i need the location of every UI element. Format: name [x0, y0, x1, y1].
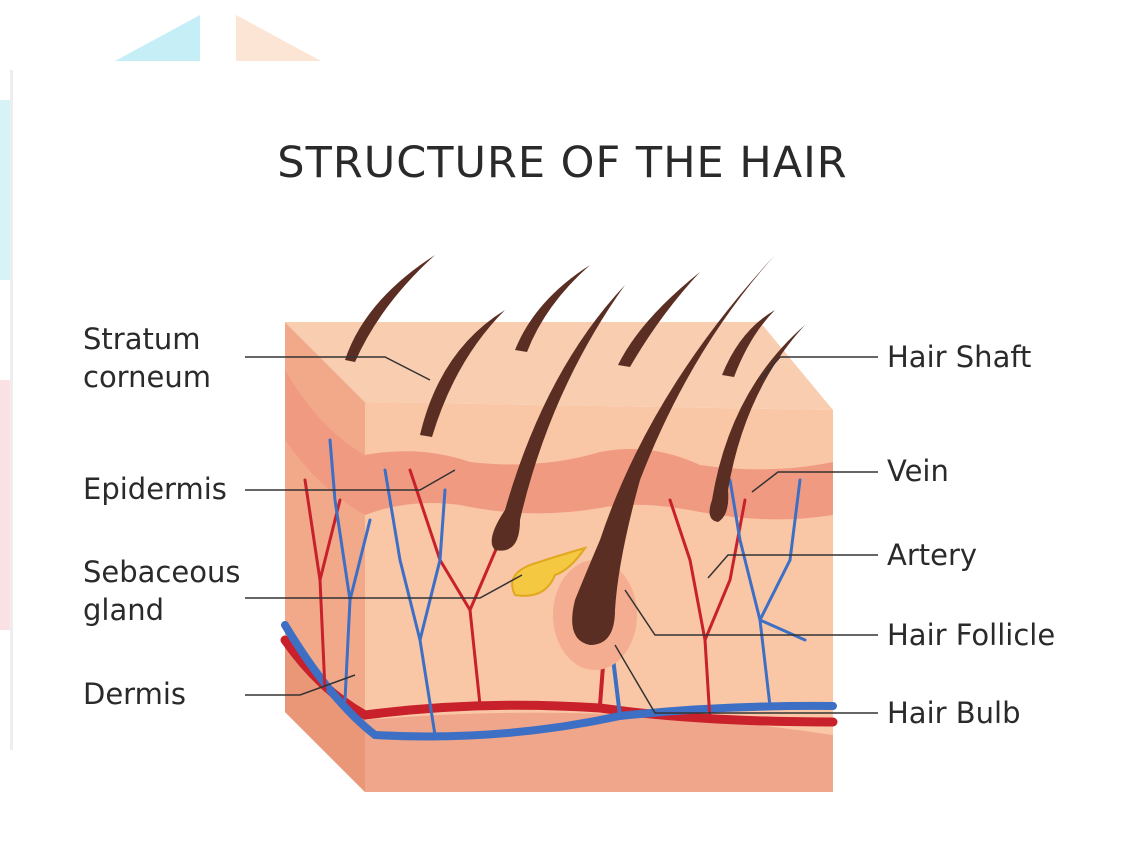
- label-sebaceous-gland: Sebaceous gland: [83, 553, 240, 629]
- label-artery: Artery: [887, 536, 977, 574]
- label-dermis: Dermis: [83, 675, 186, 713]
- label-hair-follicle: Hair Follicle: [887, 616, 1055, 654]
- label-stratum-corneum: Stratum corneum: [83, 320, 211, 396]
- label-hair-shaft: Hair Shaft: [887, 338, 1031, 376]
- label-hair-bulb: Hair Bulb: [887, 694, 1021, 732]
- label-epidermis: Epidermis: [83, 470, 227, 508]
- label-vein: Vein: [887, 452, 949, 490]
